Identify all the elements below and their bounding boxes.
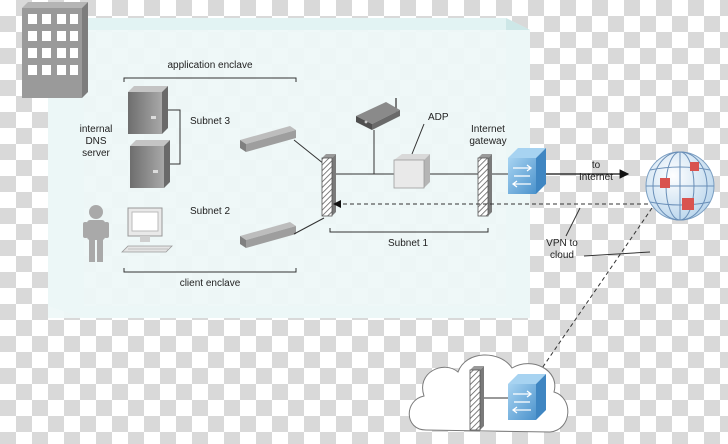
client-computer-icon — [121, 207, 173, 253]
subnet3-label: Subnet 3 — [190, 116, 230, 127]
gateway-label-line1: Internet — [471, 124, 505, 135]
remote-firewall-icon — [469, 366, 484, 431]
client-enclave-bracket — [123, 268, 297, 273]
server-bracket — [168, 109, 181, 165]
application-enclave-label: application enclave — [167, 60, 252, 71]
vpn-pointer-line-2 — [583, 251, 651, 257]
gateway-switch-icon — [508, 148, 546, 194]
adp-label: ADP — [428, 112, 449, 123]
application-enclave-bracket — [123, 77, 297, 82]
subnet1-bracket — [329, 228, 489, 233]
person-icon — [83, 205, 109, 262]
building-icon — [22, 2, 88, 98]
vpn-label-line2: cloud — [550, 250, 574, 261]
dns-label-line1: internal — [80, 124, 113, 135]
vpn-label-line1: VPN to — [546, 238, 578, 249]
remote-switch-icon — [508, 374, 546, 420]
router-icon — [356, 98, 400, 130]
subnet1-label: Subnet 1 — [388, 238, 428, 249]
vpn-pointer-line-1 — [565, 207, 581, 237]
to-internet-label-line2: Internet — [579, 172, 613, 183]
gateway-firewall-icon — [477, 154, 492, 217]
dns-label-line2: DNS — [85, 136, 106, 147]
enclave-box — [48, 18, 530, 318]
dns-server-icon — [128, 86, 170, 188]
subnet2-switch-icon — [240, 222, 296, 248]
internet-globe-icon — [645, 151, 715, 221]
to-internet-label-line1: to — [592, 160, 601, 171]
adp-pointer-line — [411, 123, 425, 155]
subnet1-firewall-icon — [321, 154, 336, 217]
client-enclave-label: client enclave — [180, 278, 241, 289]
adp-appliance-icon — [393, 154, 430, 189]
cloud-dashed-arrow — [537, 207, 653, 375]
subnet2-label: Subnet 2 — [190, 206, 230, 217]
gateway-label-line2: gateway — [469, 136, 506, 147]
dns-label-line3: server — [82, 148, 110, 159]
subnet3-switch-icon — [240, 126, 296, 152]
